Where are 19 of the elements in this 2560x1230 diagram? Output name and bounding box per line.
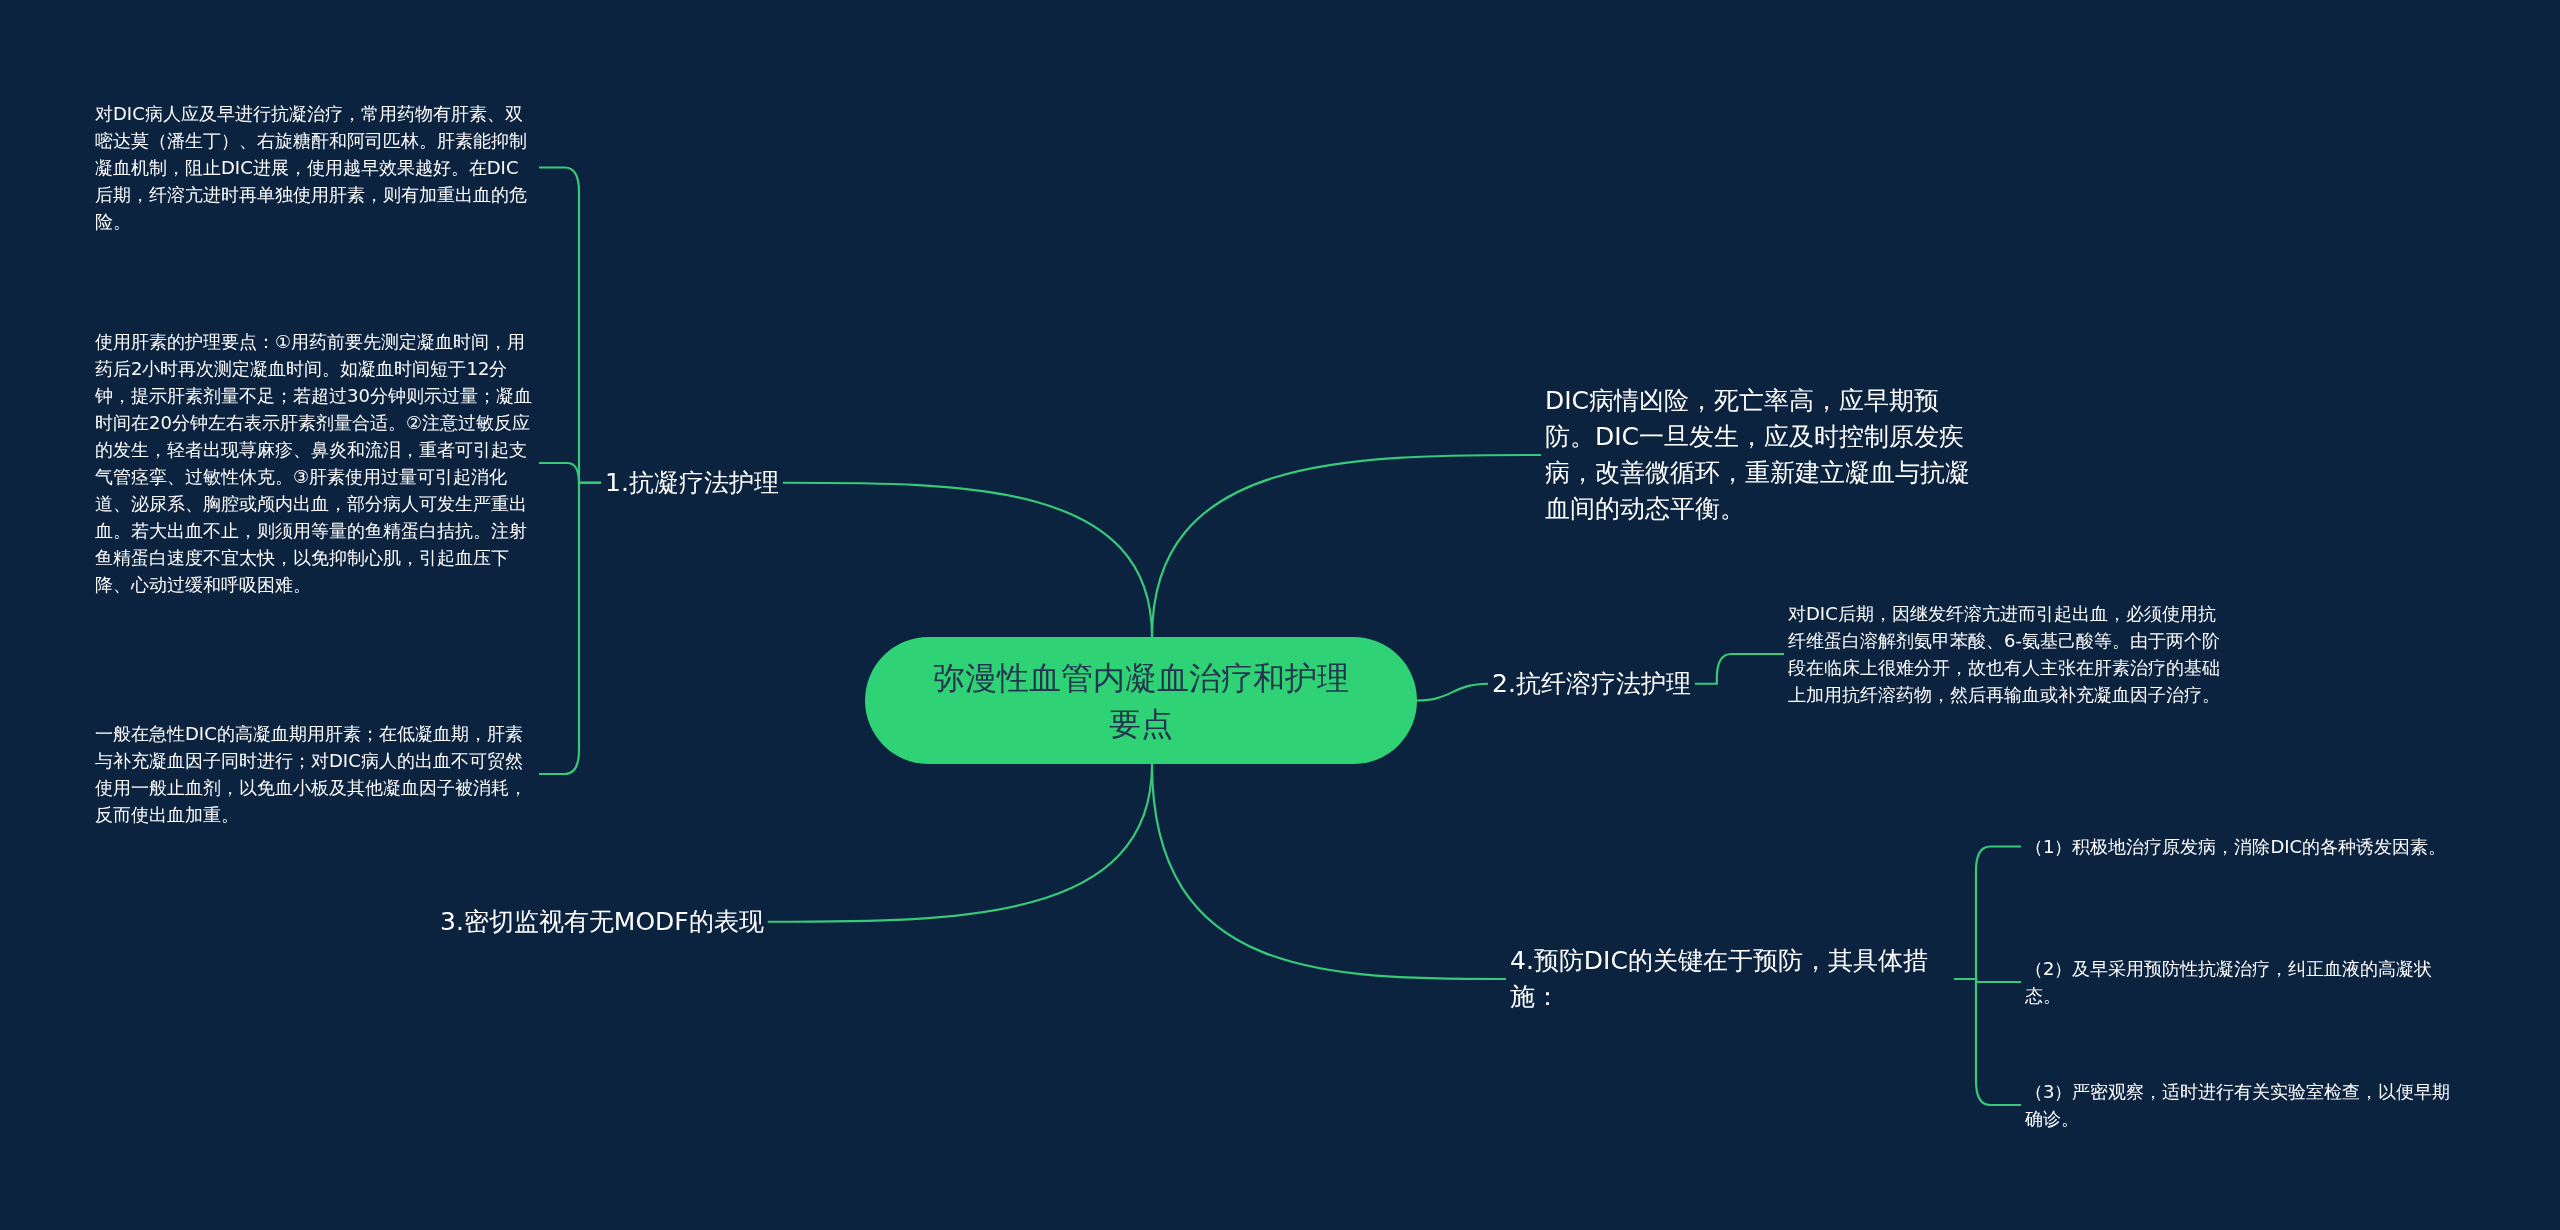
branch-topic: 4.预防DIC的关键在于预防，其具体措施：	[1510, 943, 1950, 1015]
note-text: 对DIC病人应及早进行抗凝治疗，常用药物有肝素、双嘧达莫（潘生丁）、右旋糖酐和阿司匹林。肝素能抑制凝血机制，阻止DIC进展，使用越早效果越好。在DIC后期，纤溶亢进时再单独使用肝素，则有加重出血的危险。	[95, 100, 535, 235]
note-text: （3）严密观察，适时进行有关实验室检查，以便早期确诊。	[2025, 1078, 2465, 1132]
connector-line	[1954, 977, 2021, 1107]
note-text: （1）积极地治疗原发病，消除DIC的各种诱发因素。	[2025, 833, 2465, 860]
central-topic: 弥漫性血管内凝血治疗和护理要点	[865, 637, 1417, 764]
branch-topic: 2.抗纤溶疗法护理	[1492, 665, 1691, 703]
connector-line	[1694, 652, 1784, 685]
note-text: （2）及早采用预防性抗凝治疗，纠正血液的高凝状态。	[2025, 955, 2465, 1009]
branch-topic: 1.抗凝疗法护理	[605, 464, 779, 502]
connector-line	[539, 481, 601, 776]
note-text: 对DIC后期，因继发纤溶亢进而引起出血，必须使用抗纤维蛋白溶解剂氨甲苯酸、6-氨基己酸等。由于两个阶段在临床上很难分开，故也有人主张在肝素治疗的基础上加用抗纤溶药物，然后再输血或补充凝血因子治疗。	[1788, 600, 2228, 708]
connector-line	[1150, 763, 1506, 981]
connector-line	[1150, 453, 1541, 638]
branch-topic: DIC病情凶险，死亡率高，应早期预防。DIC一旦发生，应及时控制原发疾病，改善微循环，重新建立凝血与抗凝血间的动态平衡。	[1545, 383, 1985, 527]
note-text: 一般在急性DIC的高凝血期用肝素；在低凝血期，肝素与补充凝血因子同时进行；对DIC病人的出血不可贸然使用一般止血剂，以免血小板及其他凝血因子被消耗，反而使出血加重。	[95, 720, 535, 828]
note-text: 使用肝素的护理要点：①用药前要先测定凝血时间，用药后2小时再次测定凝血时间。如凝血时间短于12分钟，提示肝素剂量不足；若超过30分钟则示过量；凝血时间在20分钟左右表示肝素剂量合适。②注意过敏反应的发生，轻者出现荨麻疹、鼻炎和流泪，重者可引起支气管痉挛、过敏性休克。③肝素使用过量可引起消化道、泌尿系、胸腔或颅内出血，部分病人可发生严重出血。若大出血不止，则须用等量的鱼精蛋白拮抗。注射鱼精蛋白速度不宜太快，以免抑制心肌，引起血压下降、心动过缓和呼吸困难。	[95, 328, 535, 598]
connector-line	[1416, 682, 1489, 702]
branch-topic: 3.密切监视有无MODF的表现	[440, 903, 764, 941]
